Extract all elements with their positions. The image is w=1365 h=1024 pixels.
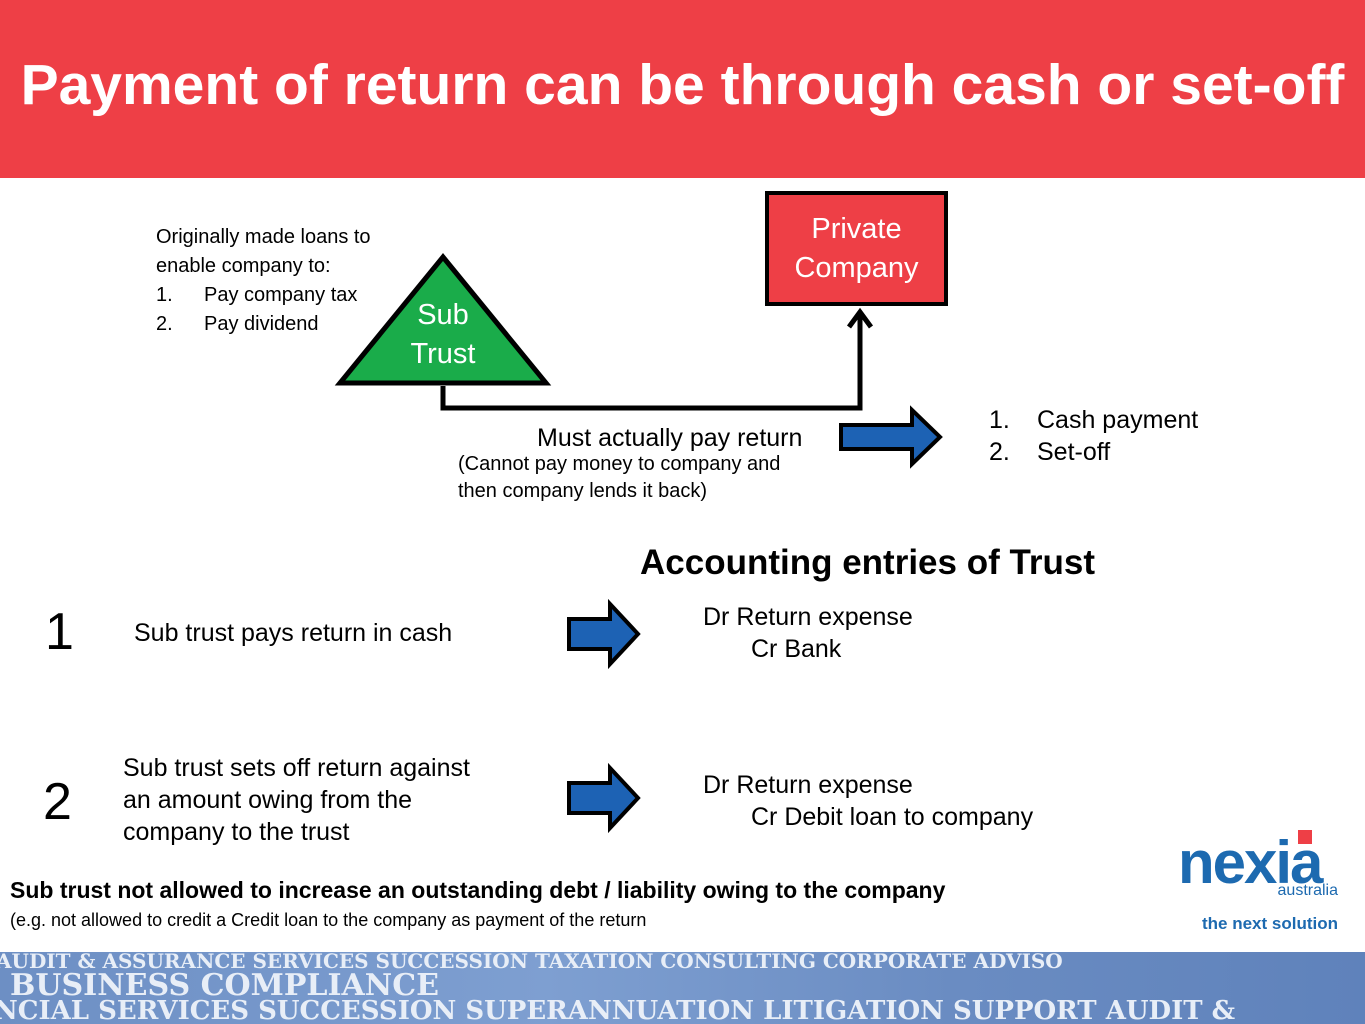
accounting-title: Accounting entries of Trust [640,543,1096,582]
row2-credit: Cr Debit loan to company [751,803,1034,831]
row2-description-line: Sub trust sets off return against [123,754,470,782]
banner-row-2: BUSINESS COMPLIANCE [10,968,439,1003]
title-bar: Payment of return can be through cash or… [0,0,1365,178]
flow-arrow-icon [839,405,943,469]
private-company-box: Private Company [765,191,948,306]
footer-warning: Sub trust not allowed to increase an out… [10,877,946,903]
banner-row-1: AUDIT & ASSURANCE SERVICES SUCCESSION TA… [0,952,1063,973]
services-banner: AUDIT & ASSURANCE SERVICES SUCCESSION TA… [0,952,1365,1024]
row2-description-line: company to the trust [123,818,350,846]
flow-note-line: (Cannot pay money to company and [458,453,781,475]
row1-debit: Dr Return expense [703,603,913,631]
loan-note-item-num: 1. [156,284,173,306]
payment-methods-list: 1. Cash payment 2. Set-off [989,404,1198,468]
loan-note-item-label: Pay dividend [204,313,319,335]
loan-note-item: 2. Pay dividend [156,310,371,339]
banner-row-3: NCIAL SERVICES SUCCESSION SUPERANNUATION… [0,996,1236,1024]
sub-trust-label-line: Trust [410,338,476,370]
row2-description-line: an amount owing from the [123,786,413,814]
sub-trust-label: Sub Trust [383,296,503,374]
loan-note-list: 1. Pay company tax 2. Pay dividend [156,281,371,339]
payment-method-item: 2. Set-off [989,436,1198,468]
page-title: Payment of return can be through cash or… [20,53,1345,117]
row1-credit: Cr Bank [751,635,842,663]
row2-arrow-icon [567,762,641,834]
flow-label: Must actually pay return [537,424,803,452]
footer-example: (e.g. not allowed to credit a Credit loa… [10,910,647,930]
connector-arrowhead [846,307,874,329]
sub-trust-label-line: Sub [417,299,469,331]
row2-description: Sub trust sets off return against an amo… [123,752,470,848]
logo-subtitle: australia [1277,882,1338,899]
row2-number: 2 [43,773,72,831]
loan-note-item-label: Pay company tax [204,284,358,306]
flow-note: (Cannot pay money to company and then co… [458,451,780,505]
payment-method-num: 2. [989,438,1010,466]
loan-note: Originally made loans to enable company … [156,223,371,339]
nexia-logo: nexia australia the next solution [1178,828,1348,938]
flow-note-line: then company lends it back) [458,480,708,502]
row1-entry: Dr Return expense Cr Bank [703,601,913,665]
row2-debit: Dr Return expense [703,771,913,799]
connector-line [440,312,863,411]
loan-note-item: 1. Pay company tax [156,281,371,310]
payment-method-label: Cash payment [1037,406,1199,434]
flow-diagram [334,253,943,834]
loan-note-item-num: 2. [156,313,173,335]
row1-number: 1 [45,603,74,661]
row1-arrow-icon [567,598,641,670]
row2-entry: Dr Return expense Cr Debit loan to compa… [703,769,1033,833]
logo-dot [1298,830,1312,844]
row1-description: Sub trust pays return in cash [134,619,453,647]
loan-note-intro-2: enable company to: [156,255,331,277]
payment-method-label: Set-off [1037,438,1111,466]
logo-tagline: the next solution [1202,914,1338,933]
company-label-line: Company [794,251,919,284]
logo-word: nexia [1178,829,1323,896]
payment-method-num: 1. [989,406,1010,434]
company-label-line: Private [811,212,902,245]
loan-note-intro-1: Originally made loans to [156,226,371,248]
payment-method-item: 1. Cash payment [989,404,1198,436]
sub-trust-triangle [334,253,552,386]
